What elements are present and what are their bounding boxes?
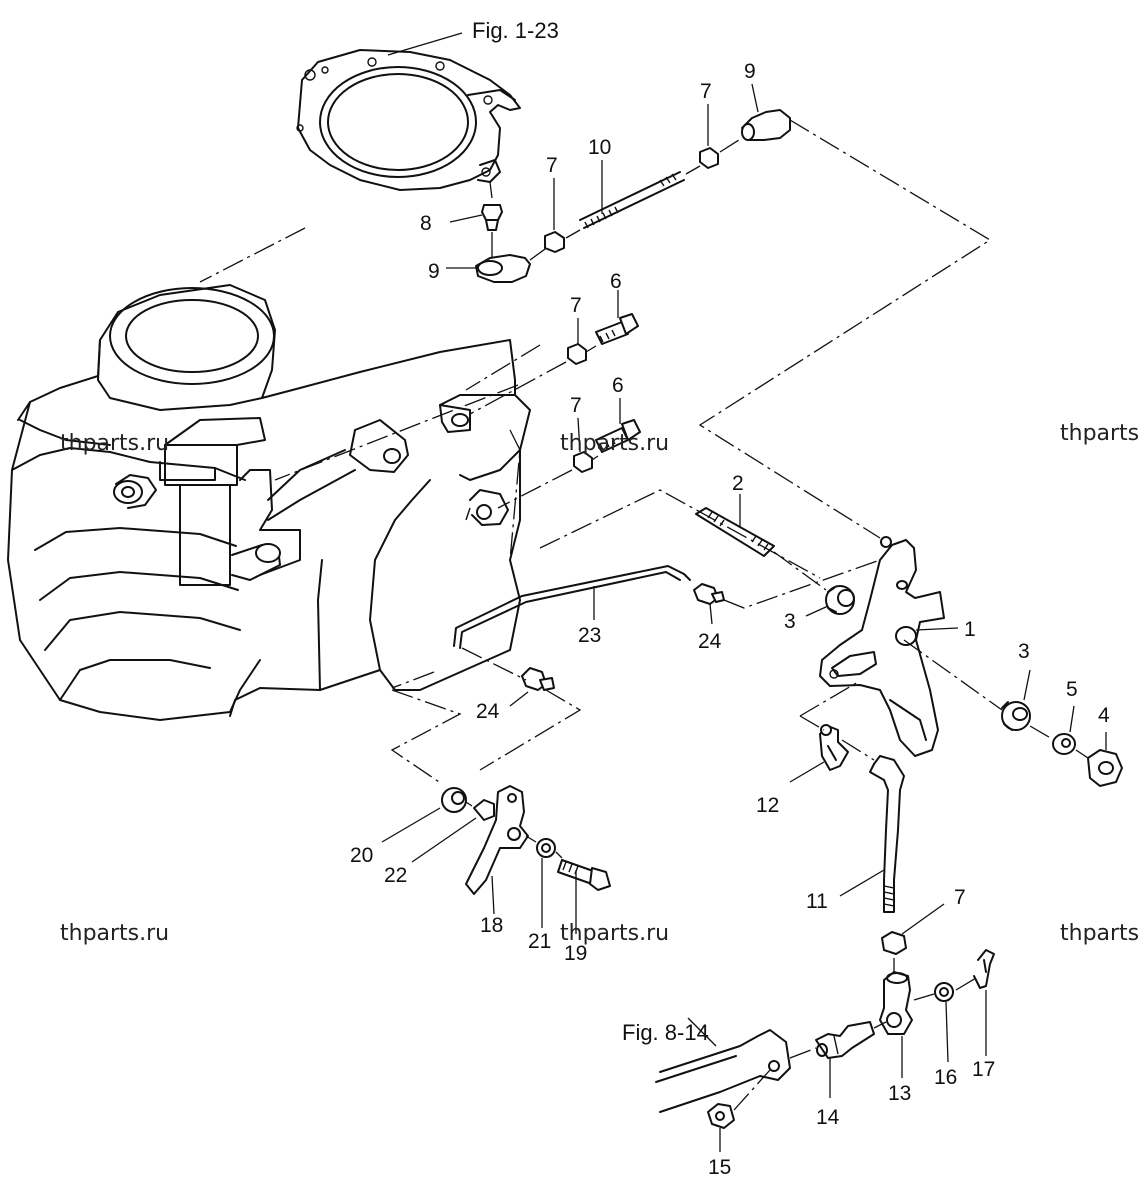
part-label: 17 [972, 1058, 995, 1081]
watermark: thparts.ru [60, 431, 169, 456]
hex-nut [881, 903, 945, 955]
part-label: 18 [480, 914, 503, 937]
bushing-lower [1001, 669, 1031, 731]
part-label: 7 [700, 80, 712, 103]
watermark: thparts.ru [560, 431, 669, 456]
lock-nut-small [707, 1103, 735, 1152]
watermark: thparts [1060, 921, 1138, 946]
figure-ref-bottom: Fig. 8-14 [622, 1020, 709, 1045]
part-label: 3 [1018, 640, 1030, 663]
rod-clip-upper [693, 583, 725, 625]
part-label: 22 [384, 864, 407, 887]
part-label: 14 [816, 1106, 840, 1129]
swivel-joint [879, 971, 913, 1078]
bushing-upper [805, 585, 855, 617]
r-pin [973, 949, 995, 1056]
rod-end-lower [446, 254, 531, 283]
watermark: thparts.ru [60, 921, 169, 946]
part-label: 21 [528, 930, 551, 953]
lever-arm [465, 785, 529, 915]
ball-stud [449, 181, 503, 258]
part-label: 19 [564, 942, 587, 965]
part-label: 5 [1066, 678, 1078, 701]
hex-nut [699, 104, 719, 169]
hex-nut [573, 417, 593, 473]
part-label: 7 [570, 294, 582, 317]
l-shaped-rod [839, 755, 905, 913]
part-label: 9 [428, 260, 440, 283]
part-label: 15 [708, 1156, 731, 1179]
part-label: 6 [612, 374, 624, 397]
part-label: 1 [964, 618, 976, 641]
pivot-fitting [815, 1021, 875, 1098]
link-rod [453, 565, 691, 649]
part-label: 24 [698, 630, 722, 653]
part-label: 6 [610, 270, 622, 293]
part-label: 9 [744, 60, 756, 83]
part-label: 7 [546, 154, 558, 177]
cable-clip [789, 724, 849, 783]
flywheel-cover-plate [296, 32, 521, 191]
watermark: thparts.ru [560, 921, 669, 946]
part-label: 4 [1098, 704, 1110, 727]
part-label: 2 [732, 472, 744, 495]
part-label: 20 [350, 844, 373, 867]
threaded-rod [579, 160, 685, 229]
plain-washer [934, 982, 954, 1063]
bushing-small [381, 787, 467, 843]
shoulder-bolt [557, 859, 611, 934]
part-label: 8 [420, 212, 432, 235]
part-label: 12 [756, 794, 779, 817]
flat-washer [536, 838, 556, 928]
part-label: 11 [806, 890, 828, 913]
part-label: 23 [578, 624, 601, 647]
figure-ref-top: Fig. 1-23 [472, 18, 559, 43]
part-label: 16 [934, 1066, 957, 1089]
rod-clip-lower [509, 667, 555, 707]
hex-nut [567, 318, 587, 365]
linkage-bracket [655, 1017, 791, 1113]
part-label: 7 [954, 886, 966, 909]
part-label: 10 [588, 136, 611, 159]
bolt-lower [595, 398, 641, 453]
bolt-upper [595, 290, 639, 345]
hex-nut [544, 178, 565, 253]
lock-nut [1087, 732, 1123, 787]
engine-block [7, 284, 531, 721]
part-label: 7 [570, 394, 582, 417]
part-label: 13 [888, 1082, 911, 1105]
watermark: thparts [1060, 421, 1138, 446]
part-label: 24 [476, 700, 500, 723]
spring-washer [411, 799, 495, 863]
throttle-lever [819, 536, 959, 757]
part-label: 3 [784, 610, 796, 633]
washer [1052, 705, 1076, 755]
rod-end-upper [741, 83, 791, 141]
